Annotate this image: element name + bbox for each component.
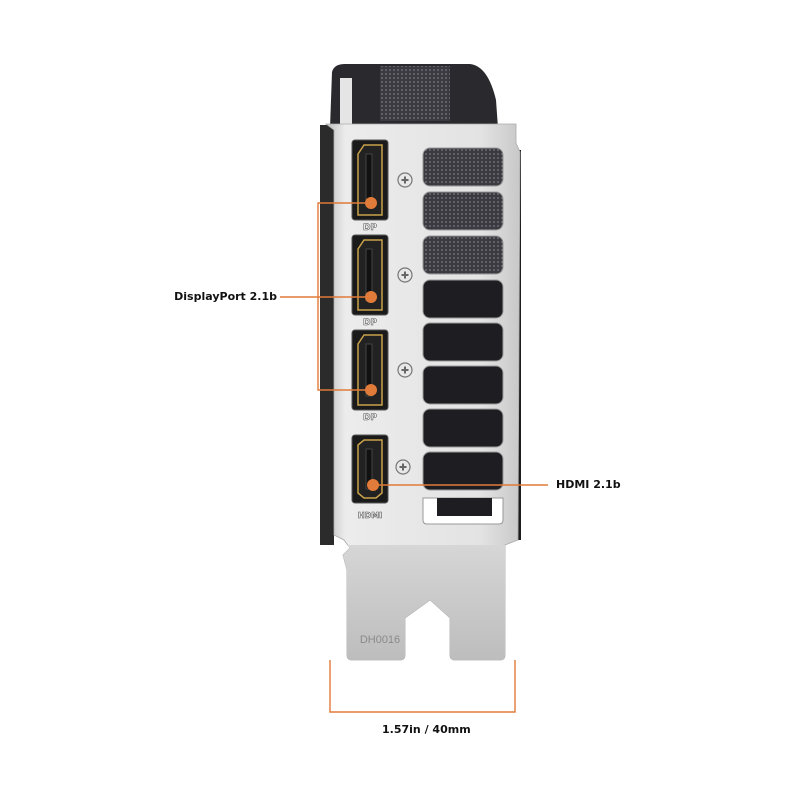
screw-icon bbox=[397, 172, 413, 188]
dp-port: DP bbox=[351, 234, 389, 328]
displayport-annotation: DisplayPort 2.1b bbox=[174, 290, 277, 303]
vent-slot bbox=[422, 365, 504, 405]
hdmi-port: HDMI bbox=[351, 434, 389, 520]
bracket-code: DH0016 bbox=[360, 634, 400, 646]
hdmi-annotation: HDMI 2.1b bbox=[556, 478, 621, 491]
port-label: DP bbox=[363, 318, 377, 328]
port-label: HDMI bbox=[358, 511, 382, 520]
dp-port: DP bbox=[351, 139, 389, 233]
screw-icon bbox=[397, 362, 413, 378]
vent-slot bbox=[422, 191, 504, 231]
bracket-side-edge bbox=[320, 125, 334, 545]
annotation-lines bbox=[280, 202, 548, 713]
vent-slot bbox=[422, 408, 504, 448]
vent-slot bbox=[422, 279, 504, 319]
port-label: DP bbox=[363, 413, 377, 423]
vent-slot bbox=[422, 322, 504, 362]
vent-slot bbox=[422, 147, 504, 187]
port-marker-dots bbox=[365, 197, 379, 491]
vent-slots bbox=[422, 147, 504, 525]
screw-icon bbox=[397, 267, 413, 283]
vent-slot bbox=[422, 235, 504, 275]
cooler-shroud bbox=[330, 64, 498, 128]
vent-slot bbox=[422, 451, 504, 491]
dp-port: DP bbox=[351, 329, 389, 423]
port-label: DP bbox=[363, 223, 377, 233]
internal-component bbox=[437, 498, 492, 516]
screw-icon bbox=[395, 459, 411, 475]
width-dimension: 1.57in / 40mm bbox=[382, 723, 471, 736]
